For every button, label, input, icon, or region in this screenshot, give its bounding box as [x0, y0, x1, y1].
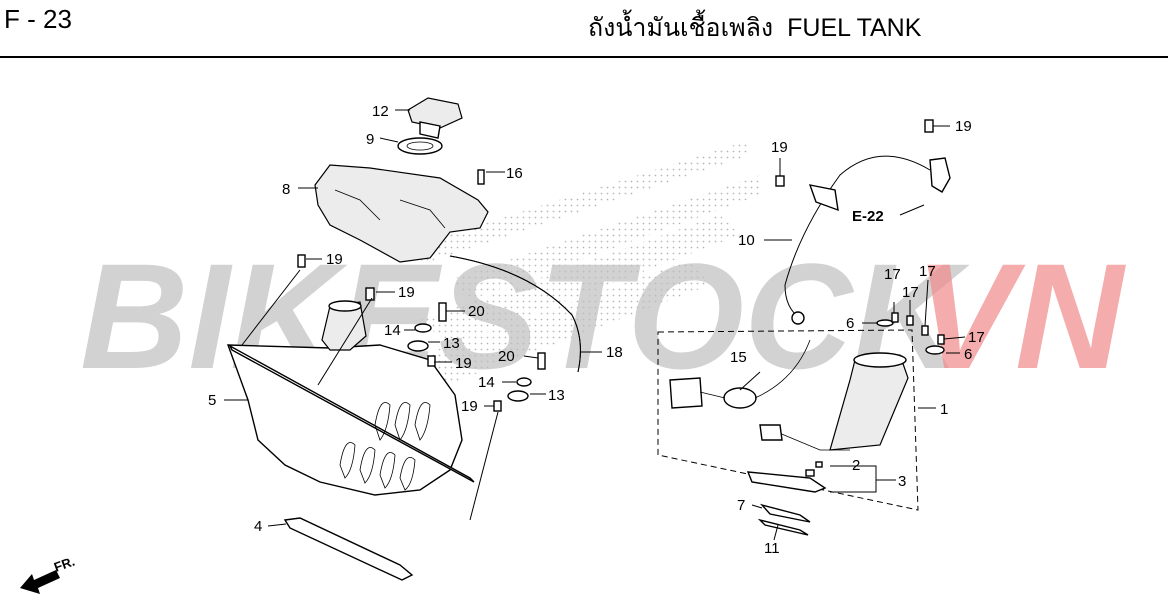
callout-19-c: 19: [455, 355, 472, 372]
watermark-left-text: BIKESTOCK: [80, 232, 970, 400]
callout-5: 5: [208, 392, 216, 409]
callout-3: 3: [898, 473, 906, 490]
callout-20-b: 20: [498, 348, 515, 365]
callout-17-c: 17: [902, 284, 919, 301]
callout-13-b: 13: [548, 387, 565, 404]
front-direction-label: FR.: [52, 554, 77, 575]
callout-6-a: 6: [846, 315, 854, 332]
callout-2: 2: [852, 457, 860, 474]
callout-1: 1: [940, 401, 948, 418]
callout-18: 18: [606, 344, 623, 361]
callout-17-d: 17: [968, 329, 985, 346]
fuel-filter-part: [746, 461, 827, 536]
small-fasteners: [297, 254, 546, 412]
callout-17-b: 17: [919, 263, 936, 280]
callouts: 12 9 8 16 19 19 20 14 13 19 5 4 18 20 14…: [208, 103, 985, 557]
bolt-16-part: [477, 169, 485, 185]
tank-pad-part: [283, 517, 414, 581]
background-shading: [380, 140, 760, 395]
fuel-pump-assembly-part: [657, 329, 919, 511]
callout-7: 7: [737, 497, 745, 514]
callout-14-a: 14: [384, 322, 401, 339]
callout-10: 10: [738, 232, 755, 249]
callout-12: 12: [372, 103, 389, 120]
callout-19-e: 19: [955, 118, 972, 135]
callout-6-b: 6: [964, 346, 972, 363]
callout-11: 11: [764, 540, 780, 557]
callout-19-d: 19: [461, 398, 478, 415]
callout-15: 15: [730, 349, 747, 366]
tank-cover-part: [314, 164, 489, 263]
callout-19-a: 19: [326, 251, 343, 268]
front-arrow-icon: [20, 570, 60, 594]
callout-14-b: 14: [478, 374, 495, 391]
callout-8: 8: [282, 181, 290, 198]
fuel-cap-part: [407, 97, 463, 139]
front-direction-indicator: FR.: [20, 554, 77, 594]
page-title-english: FUEL TANK: [787, 14, 922, 42]
callout-20-a: 20: [468, 303, 485, 320]
callout-19-f: 19: [771, 139, 788, 156]
pump-seals-and-clips: [876, 312, 945, 355]
callout-19-b: 19: [398, 284, 415, 301]
callout-13-a: 13: [443, 335, 460, 352]
callout-17-a: 17: [884, 266, 901, 283]
page-code: F - 23: [4, 4, 72, 34]
reference-e22: E-22: [852, 208, 884, 225]
fuel-feed-hose-part: [775, 119, 951, 325]
callout-9: 9: [366, 131, 374, 148]
watermark-right-text: VN: [915, 232, 1126, 400]
watermark: BIKESTOCK VN: [80, 232, 1126, 400]
cap-seal-ring-part: [397, 137, 443, 155]
page-title-thai: ถังน้ำมันเชื้อเพลิง: [588, 13, 774, 42]
fuel-tank-body-part: [226, 300, 475, 496]
callout-16: 16: [506, 165, 523, 182]
header-rule: [0, 56, 1168, 58]
page-title: ถังน้ำมันเชื้อเพลิง FUEL TANK: [588, 8, 921, 48]
callout-4: 4: [254, 518, 262, 535]
leader-lines: [224, 109, 966, 541]
